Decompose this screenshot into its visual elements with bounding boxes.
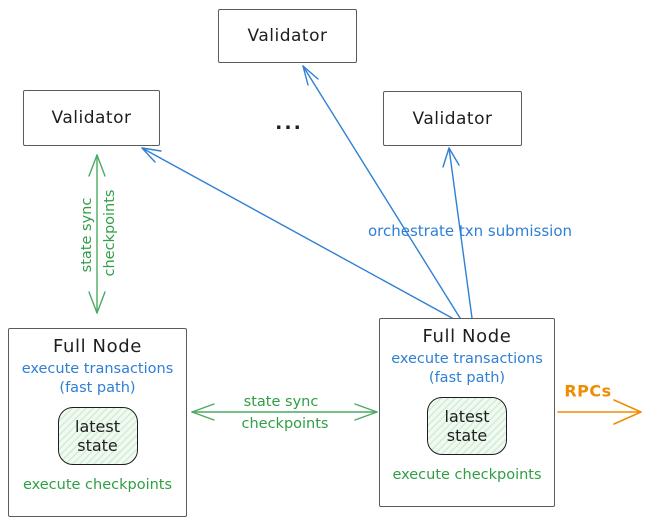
full-node-right-fast-path-line1: execute transactions [391,351,543,367]
full-node-right-fast-path-line2: (fast path) [428,370,506,386]
full-node-right-fast-path: execute transactions (fast path) [391,350,543,388]
middle-state-sync-label-line2: checkpoints [241,416,329,432]
full-node-left-checkpoints-label: execute checkpoints [22,477,173,493]
full-node-left-fast-path: execute transactions (fast path) [22,360,174,398]
vertical-state-sync-label-line2: checkpoints [102,189,118,277]
full-node-right-title: Full Node [422,326,512,347]
rpcs-label: RPCs [564,381,612,401]
vertical-state-sync-label-line1: state sync [79,197,95,273]
full-node-left-title: Full Node [53,336,142,357]
middle-state-sync-label-line1: state sync [243,394,319,410]
validator-box-left: Validator [23,90,160,146]
validator-box-top: Validator [218,9,357,63]
validator-right-label: Validator [412,108,493,129]
latest-state-box-right: latest state [427,397,507,455]
arrow-rpcs [557,399,642,425]
orchestrate-txn-submission-label: orchestrate txn submission [367,222,573,240]
latest-state-right-line2: state [446,426,488,445]
full-node-box-left: Full Node execute transactions (fast pat… [8,328,187,517]
full-node-box-right: Full Node execute transactions (fast pat… [379,318,555,507]
latest-state-right-line1: latest [444,407,490,426]
latest-state-box-left: latest state [57,407,138,465]
validators-ellipsis: ... [275,112,303,134]
validator-top-label: Validator [247,26,328,46]
full-node-left-fast-path-line2: (fast path) [59,380,136,396]
full-node-left-fast-path-line1: execute transactions [21,361,174,377]
full-node-right-checkpoints-label: execute checkpoints [392,467,542,483]
validator-box-right: Validator [383,91,522,146]
validator-left-label: Validator [51,108,132,128]
latest-state-left-line2: state [77,436,118,455]
latest-state-left-line1: latest [75,417,120,436]
